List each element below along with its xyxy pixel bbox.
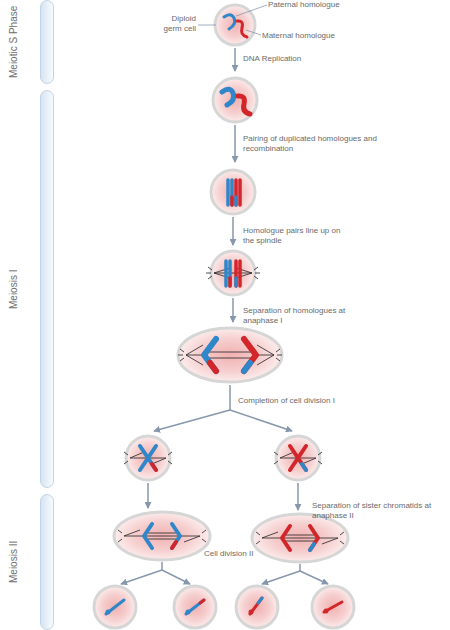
spindle-fibres bbox=[214, 268, 252, 278]
centromere bbox=[186, 610, 191, 615]
crossover bbox=[230, 197, 234, 205]
paternal-chromosome bbox=[224, 15, 235, 29]
daughter-cell bbox=[126, 436, 170, 480]
step-arrow bbox=[297, 483, 299, 510]
step-arrow bbox=[234, 125, 236, 162]
crossover bbox=[244, 363, 250, 371]
step-arrow bbox=[230, 410, 292, 431]
centromere bbox=[249, 610, 254, 615]
phase-band: Meiotic S Phase bbox=[6, 0, 58, 84]
centromeres bbox=[106, 609, 329, 615]
paternal-chromosome bbox=[140, 446, 156, 470]
gamete-chromosome bbox=[186, 600, 204, 614]
phase-bar bbox=[40, 494, 54, 630]
crossover bbox=[172, 542, 176, 548]
maternal-chromosome bbox=[237, 21, 247, 37]
crossover bbox=[210, 363, 216, 371]
step-label: Paternal homologue bbox=[268, 0, 368, 10]
gamete-cell bbox=[312, 586, 354, 628]
paired-cell bbox=[211, 170, 255, 214]
maternal-chromosome bbox=[236, 261, 240, 286]
sister-chromatid bbox=[282, 526, 318, 550]
phase-band: Meiosis I bbox=[6, 90, 58, 488]
gamete-cell bbox=[174, 586, 216, 628]
metaphase-cell bbox=[211, 251, 255, 295]
step-arrow bbox=[121, 570, 162, 584]
centromere bbox=[106, 610, 111, 615]
gamete-cell bbox=[94, 586, 136, 628]
daughter-cell bbox=[276, 436, 320, 480]
spindle-fibres bbox=[262, 532, 338, 544]
cell-bodies bbox=[94, 5, 354, 628]
aster bbox=[256, 532, 344, 544]
step-arrow bbox=[232, 298, 234, 322]
step-label: Maternal homologue bbox=[262, 31, 362, 41]
phase-band: Meiosis II bbox=[6, 494, 58, 630]
leader-line bbox=[246, 30, 261, 35]
aster bbox=[206, 267, 260, 279]
maternal-chromosome bbox=[238, 96, 250, 114]
aster bbox=[178, 349, 282, 361]
leader-lines bbox=[198, 5, 267, 35]
crossover bbox=[258, 598, 262, 603]
gamete-cell bbox=[236, 586, 278, 628]
paternal-chromosome bbox=[228, 180, 232, 205]
maternal-chromosome bbox=[236, 180, 240, 205]
paternal-chromosome bbox=[222, 89, 234, 105]
step-label: DNA Replication bbox=[243, 54, 363, 64]
step-arrow bbox=[154, 410, 230, 431]
aster bbox=[118, 530, 206, 542]
step-arrow bbox=[147, 483, 149, 508]
step-arrow bbox=[162, 570, 190, 584]
step-label: Homologue pairs line up on the spindle bbox=[243, 226, 343, 246]
anaphase-cell bbox=[178, 328, 282, 382]
step-arrow bbox=[232, 217, 234, 245]
paternal-chromosome bbox=[204, 339, 216, 371]
anaphase-ii-cell bbox=[252, 514, 348, 562]
sister-chromatid bbox=[144, 524, 180, 548]
step-arrow bbox=[234, 48, 236, 71]
phase-bar bbox=[40, 0, 54, 84]
phase-label: Meiosis I bbox=[8, 90, 24, 488]
gamete-chromosome bbox=[106, 600, 124, 614]
crossover bbox=[310, 544, 314, 550]
step-line bbox=[161, 562, 163, 570]
maternal-chromosome bbox=[290, 446, 306, 470]
crossover bbox=[228, 278, 232, 286]
spindle-fibres bbox=[124, 530, 200, 542]
step-arrow bbox=[300, 571, 328, 584]
step-label: Separation of sister chromatids at anaph… bbox=[312, 501, 444, 521]
crossover bbox=[302, 464, 306, 470]
centromere bbox=[324, 609, 329, 614]
leader-line bbox=[236, 5, 267, 16]
step-arrow bbox=[262, 571, 300, 584]
spindle-fibres bbox=[186, 345, 274, 365]
phase-bar bbox=[40, 90, 54, 488]
step-line bbox=[229, 385, 231, 410]
step-label: Completion of cell division I bbox=[238, 396, 378, 406]
anaphase-ii-cell bbox=[114, 512, 210, 560]
maternal-chromosome bbox=[244, 339, 256, 371]
phase-label: Meiotic S Phase bbox=[8, 0, 24, 84]
crossover bbox=[200, 600, 204, 603]
step-label: Diploid germ cell bbox=[162, 14, 196, 34]
process-arrows bbox=[121, 48, 328, 584]
replicated-cell bbox=[213, 78, 257, 122]
step-label: Pairing of duplicated homologues and rec… bbox=[243, 134, 383, 154]
phase-label: Meiosis II bbox=[8, 494, 24, 630]
crossover bbox=[234, 278, 238, 286]
crossover bbox=[234, 197, 238, 205]
paternal-chromosome bbox=[226, 261, 230, 286]
step-line bbox=[299, 564, 301, 571]
step-label: Separation of homologues at anaphase I bbox=[243, 306, 363, 326]
germ-cell bbox=[215, 5, 255, 45]
crossover bbox=[152, 464, 156, 470]
step-label: Cell division II bbox=[204, 549, 284, 559]
leader-line bbox=[198, 25, 216, 26]
